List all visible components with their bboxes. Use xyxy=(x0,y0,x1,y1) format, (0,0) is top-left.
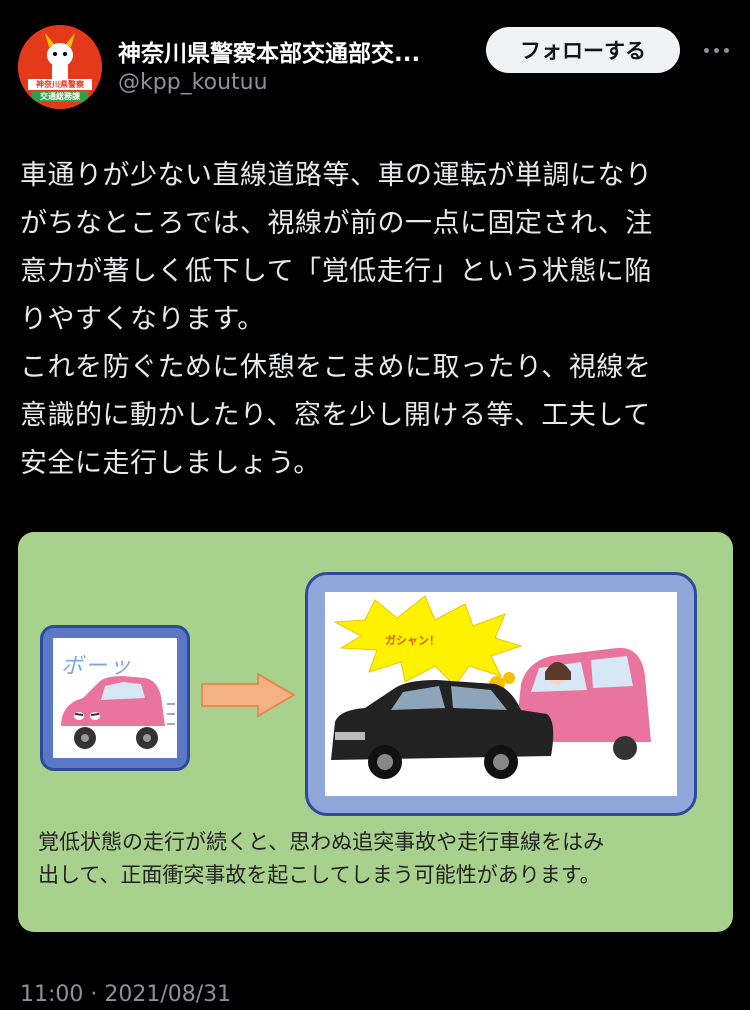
avatar[interactable]: 神奈川県警察 交通総務課 xyxy=(18,25,102,109)
account-handle[interactable]: @kpp_koutuu xyxy=(118,70,268,95)
image-caption: 覚低状態の走行が続くと、思わぬ追突事故や走行車線をはみ 出して、正面衝突事故を起… xyxy=(38,830,605,887)
account-name[interactable]: 神奈川県警察本部交通部交... xyxy=(118,41,421,67)
tweet-image[interactable]: ボーッ xyxy=(18,532,733,932)
pink-car-icon xyxy=(61,676,175,749)
avatar-text-line1: 神奈川県警察 xyxy=(36,80,84,89)
tweet-header: 神奈川県警察 交通総務課 神奈川県警察本部交通部交... @kpp_koutuu… xyxy=(0,0,750,120)
more-options-icon[interactable] xyxy=(696,32,736,68)
drowsy-text: ボーッ xyxy=(61,654,134,679)
crash-sound-text: ガシャン！ xyxy=(385,634,440,647)
mascot-avatar-icon xyxy=(18,25,102,109)
tweet-timestamp[interactable]: 11:00 · 2021/08/31 xyxy=(20,982,232,1007)
crash-panel: ガシャン！ xyxy=(305,572,697,816)
rear-end-collision-illustration xyxy=(331,595,651,779)
tweet-text: 車通りが少ない直線道路等、車の運転が単調になり がちなところでは、視線が前の一点… xyxy=(20,160,653,479)
right-arrow-icon xyxy=(201,672,296,718)
follow-button[interactable]: フォローする xyxy=(486,27,680,73)
drowsy-driving-panel: ボーッ xyxy=(40,625,190,771)
avatar-text-line2: 交通総務課 xyxy=(40,92,80,101)
